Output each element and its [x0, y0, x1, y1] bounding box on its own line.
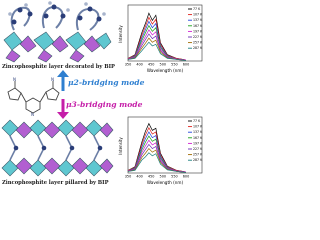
- svg-text:N: N: [51, 77, 54, 82]
- legend-label: 257 K: [193, 41, 203, 45]
- top-structure-image: [3, 1, 112, 63]
- legend-label: 197 K: [193, 29, 203, 33]
- x-tick-label: 400: [136, 175, 142, 179]
- legend-label: 197 K: [193, 141, 203, 145]
- spectrum-line-4: [127, 139, 187, 173]
- x-tick-label: 450: [148, 175, 154, 179]
- spectrum-line-1: [127, 16, 187, 61]
- top-structure-caption: Zincophosphite layer decorated by BIP: [2, 64, 115, 70]
- spectrum-line-7: [127, 152, 187, 173]
- x-tick-labels: 350 400 450 500 550 600: [125, 63, 189, 67]
- y-axis-label: Intensity: [118, 137, 123, 155]
- x-tick-label: 450: [148, 63, 154, 67]
- legend-label: 257 K: [193, 153, 203, 157]
- spectrum-lines: [127, 122, 187, 173]
- legend-label: 77 K: [193, 119, 201, 123]
- arrow-up-icon: [57, 70, 69, 91]
- legend-label: 167 K: [193, 136, 203, 140]
- legend-label: 167 K: [193, 24, 203, 28]
- legend-label: 107 K: [193, 125, 203, 129]
- top-spectrum-chart: Intensity Wavelength (nm) 350 400 450 500 55…: [118, 4, 203, 73]
- bip-ligand-structure: N N N: [7, 77, 60, 116]
- legend-label: 137 K: [193, 130, 203, 134]
- bottom-spectrum-chart: Intensity Wavelength (nm) 350 400 450 500 55…: [118, 116, 203, 185]
- legend-label: 107 K: [193, 13, 203, 17]
- y-axis-label: Intensity: [118, 25, 123, 43]
- x-tick-label: 400: [136, 63, 142, 67]
- x-tick-label: 550: [171, 63, 177, 67]
- legend-label: 227 K: [193, 147, 203, 151]
- legend-label: 227 K: [193, 35, 203, 39]
- bottom-structure-caption: Zincophosphite layer pillared by BIP: [2, 180, 109, 186]
- x-tick-label: 350: [125, 63, 131, 67]
- x-axis-label: Wavelength (nm): [147, 68, 184, 73]
- x-tick-label: 600: [183, 175, 189, 179]
- svg-text:N: N: [13, 77, 16, 82]
- x-tick-label: 500: [160, 175, 166, 179]
- x-tick-label: 350: [125, 175, 131, 179]
- x-tick-labels: 350 400 450 500 550 600: [125, 175, 189, 179]
- spectrum-line-7: [127, 41, 187, 61]
- x-tick-label: 500: [160, 63, 166, 67]
- spectrum-line-1: [127, 126, 187, 173]
- arrow-down-icon: [57, 99, 69, 119]
- bottom-structure-image: [1, 119, 114, 177]
- svg-text:N: N: [31, 112, 34, 116]
- legend-label: 287 K: [193, 158, 203, 162]
- legend-label: 77 K: [193, 7, 201, 11]
- x-axis-label: Wavelength (nm): [147, 180, 184, 185]
- mu2-bridging-mode-label: μ2-bridging mode: [68, 78, 145, 87]
- x-tick-label: 550: [171, 175, 177, 179]
- mu3-bridging-mode-label: μ3-bridging mode: [66, 100, 143, 109]
- x-tick-label: 600: [183, 63, 189, 67]
- spectrum-lines: [127, 12, 187, 61]
- legend-label: 137 K: [193, 18, 203, 22]
- spectrum-line-4: [127, 29, 187, 61]
- legend-label: 287 K: [193, 46, 203, 50]
